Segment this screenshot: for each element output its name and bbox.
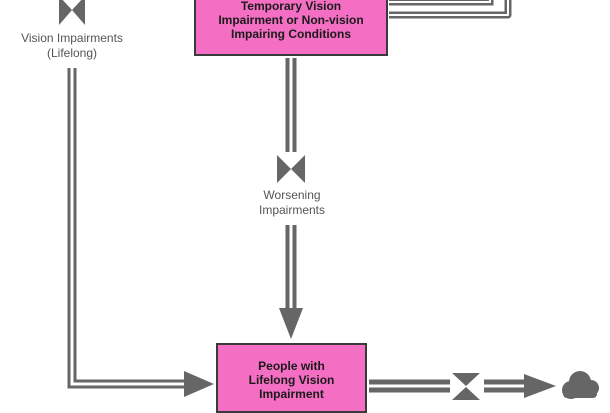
flow-arrowhead-worsening [279, 308, 303, 339]
stock-label-line: Impairment [259, 387, 324, 401]
flow-label-vision-impairments: Vision Impairments (Lifelong) [21, 31, 123, 61]
flow-arrowhead-to-sink [524, 374, 556, 398]
flow-label-line: (Lifelong) [46, 46, 98, 60]
flow-pipe-inflow-temporary [389, 0, 512, 19]
stock-lifelong-vision-impairment[interactable]: People with Lifelong Vision Impairment [216, 343, 367, 413]
stock-label-line: Impairment or Non-vision [218, 13, 364, 27]
cloud-icon [562, 371, 599, 399]
stock-label-line: Temporary Vision [240, 0, 342, 13]
stock-label-line: Lifelong Vision [248, 373, 335, 387]
flow-arrowhead-into-lifelong [184, 371, 214, 397]
flow-pipe-vision-impairments [67, 68, 188, 389]
stock-label-line: People with [258, 359, 325, 373]
valve-icon [277, 155, 305, 183]
flow-label-line: Vision Impairments [21, 31, 123, 45]
flow-label-line: Worsening [263, 188, 321, 202]
stock-label-line: Impairing Conditions [231, 27, 351, 41]
stock-flow-diagram [59, 0, 599, 400]
flow-label-line: Impairments [258, 203, 326, 217]
valve-icon [59, 0, 85, 25]
stock-temporary-vision-impairment[interactable]: Temporary Vision Impairment or Non-visio… [194, 0, 388, 56]
valve-icon [452, 373, 480, 400]
flow-label-worsening-impairments: Worsening Impairments [259, 188, 325, 218]
